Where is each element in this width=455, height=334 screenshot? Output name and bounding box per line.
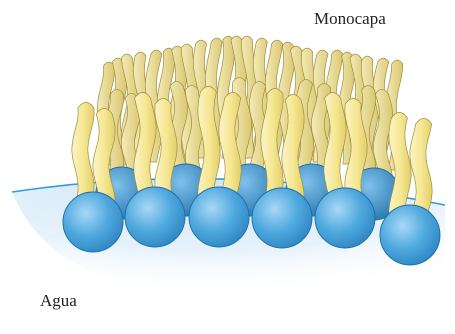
monolayer-label: Monocapa xyxy=(314,9,386,29)
molecule-head xyxy=(189,187,249,247)
molecule-head xyxy=(63,192,123,252)
molecule-head xyxy=(252,188,312,248)
molecule-head xyxy=(125,187,185,247)
water-label: Agua xyxy=(40,291,77,311)
molecule-head xyxy=(380,205,440,265)
molecule-head xyxy=(315,188,375,248)
molecule-tail xyxy=(324,92,346,202)
